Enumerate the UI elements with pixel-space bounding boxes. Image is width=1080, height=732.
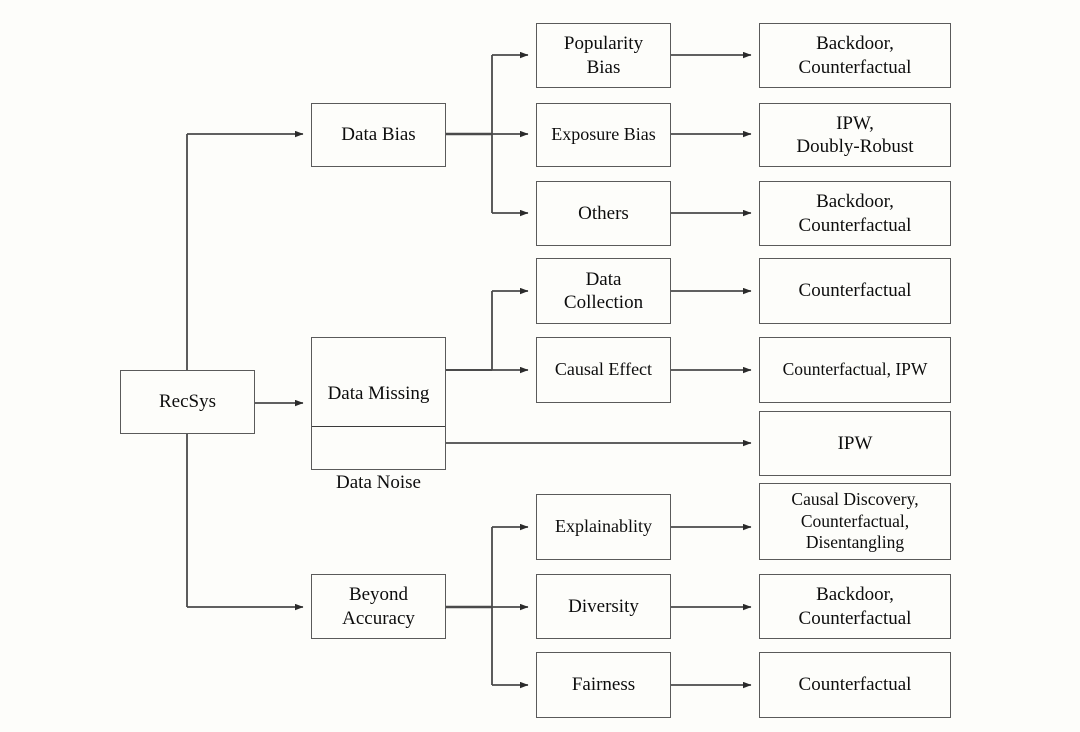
node-method-explainablity[interactable]: Causal Discovery, Counterfactual, Disent… [759, 483, 951, 560]
node-exposure-bias[interactable]: Exposure Bias [536, 103, 671, 167]
node-explainablity[interactable]: Explainablity [536, 494, 671, 560]
node-method-others[interactable]: Backdoor, Counterfactual [759, 181, 951, 246]
node-diversity[interactable]: Diversity [536, 574, 671, 639]
node-data-collection[interactable]: Data Collection [536, 258, 671, 324]
node-recsys[interactable]: RecSys [120, 370, 255, 434]
node-data-bias[interactable]: Data Bias [311, 103, 446, 167]
node-fairness[interactable]: Fairness [536, 652, 671, 718]
node-method-diversity[interactable]: Backdoor, Counterfactual [759, 574, 951, 639]
node-method-data-collection[interactable]: Counterfactual [759, 258, 951, 324]
node-method-causal-effect[interactable]: Counterfactual, IPW [759, 337, 951, 403]
node-method-popularity-bias[interactable]: Backdoor, Counterfactual [759, 23, 951, 88]
node-data-missing-noise-group[interactable]: Data Missing Data Noise [311, 337, 446, 493]
node-method-exposure-bias[interactable]: IPW, Doubly-Robust [759, 103, 951, 167]
node-data-noise[interactable]: Data Noise [336, 472, 421, 493]
node-method-data-noise[interactable]: IPW [759, 411, 951, 476]
node-popularity-bias[interactable]: Popularity Bias [536, 23, 671, 88]
node-data-missing[interactable]: Data Missing [312, 361, 445, 427]
node-method-fairness[interactable]: Counterfactual [759, 652, 951, 718]
node-beyond-accuracy[interactable]: Beyond Accuracy [311, 574, 446, 639]
node-causal-effect[interactable]: Causal Effect [536, 337, 671, 403]
node-others[interactable]: Others [536, 181, 671, 246]
